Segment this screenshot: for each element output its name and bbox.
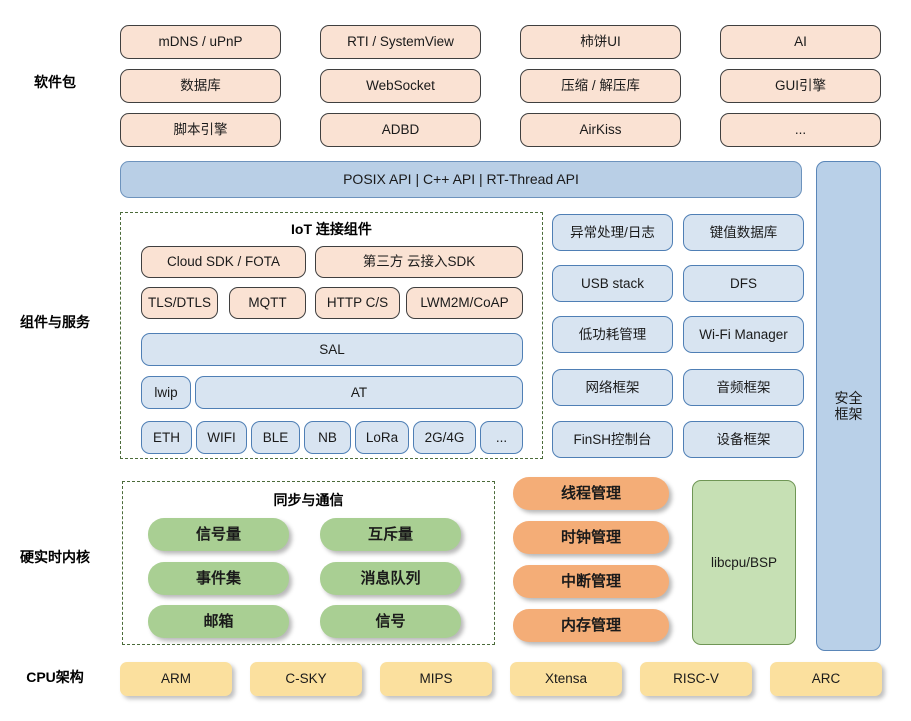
- package-box[interactable]: AI: [720, 25, 881, 59]
- package-box[interactable]: AirKiss: [520, 113, 681, 147]
- kernel-sync-box[interactable]: 互斥量: [320, 518, 461, 551]
- kernel-manager-box[interactable]: 内存管理: [513, 609, 669, 642]
- iot-protocol-box[interactable]: TLS/DTLS: [141, 287, 218, 319]
- package-box[interactable]: 数据库: [120, 69, 281, 103]
- kernel-sync-group-container: [122, 481, 495, 645]
- kernel-manager-box[interactable]: 中断管理: [513, 565, 669, 598]
- iot-link-box[interactable]: 2G/4G: [413, 421, 476, 454]
- package-box[interactable]: GUI引擎: [720, 69, 881, 103]
- service-box[interactable]: 低功耗管理: [552, 316, 673, 353]
- libcpu-bsp-box[interactable]: libcpu/BSP: [692, 480, 796, 645]
- iot-group-title: IoT 连接组件: [291, 221, 372, 237]
- kernel-manager-box[interactable]: 线程管理: [513, 477, 669, 510]
- cpu-arch-box[interactable]: C-SKY: [250, 662, 362, 696]
- iot-link-box[interactable]: NB: [304, 421, 351, 454]
- service-box[interactable]: 异常处理/日志: [552, 214, 673, 251]
- cpu-arch-box[interactable]: Xtensa: [510, 662, 622, 696]
- iot-lwip-box[interactable]: lwip: [141, 376, 191, 409]
- iot-cloud-sdk-box[interactable]: Cloud SDK / FOTA: [141, 246, 306, 278]
- kernel-sync-box[interactable]: 信号: [320, 605, 461, 638]
- iot-third-party-sdk-box[interactable]: 第三方 云接入SDK: [315, 246, 523, 278]
- package-box[interactable]: 压缩 / 解压库: [520, 69, 681, 103]
- row-label-components-services: 组件与服务: [20, 314, 90, 330]
- package-box[interactable]: 柿饼UI: [520, 25, 681, 59]
- service-box[interactable]: 键值数据库: [683, 214, 804, 251]
- iot-link-box[interactable]: ETH: [141, 421, 192, 454]
- cpu-arch-box[interactable]: MIPS: [380, 662, 492, 696]
- service-box[interactable]: DFS: [683, 265, 804, 302]
- service-box[interactable]: 网络框架: [552, 369, 673, 406]
- kernel-manager-box[interactable]: 时钟管理: [513, 521, 669, 554]
- iot-sal-box[interactable]: SAL: [141, 333, 523, 366]
- iot-protocol-box[interactable]: LWM2M/CoAP: [406, 287, 523, 319]
- package-box[interactable]: mDNS / uPnP: [120, 25, 281, 59]
- kernel-sync-box[interactable]: 事件集: [148, 562, 289, 595]
- row-label-software-packages: 软件包: [34, 74, 76, 90]
- package-box[interactable]: RTI / SystemView: [320, 25, 481, 59]
- security-framework-column[interactable]: 安全 框架: [816, 161, 881, 651]
- package-box[interactable]: 脚本引擎: [120, 113, 281, 147]
- cpu-arch-box[interactable]: ARC: [770, 662, 882, 696]
- iot-protocol-box[interactable]: HTTP C/S: [315, 287, 400, 319]
- iot-protocol-box[interactable]: MQTT: [229, 287, 306, 319]
- iot-link-box[interactable]: WIFI: [196, 421, 247, 454]
- cpu-arch-box[interactable]: RISC-V: [640, 662, 752, 696]
- service-box[interactable]: 设备框架: [683, 421, 804, 458]
- kernel-sync-box[interactable]: 消息队列: [320, 562, 461, 595]
- row-label-cpu-arch: CPU架构: [26, 669, 84, 685]
- api-bar[interactable]: POSIX API | C++ API | RT-Thread API: [120, 161, 802, 198]
- kernel-sync-box[interactable]: 信号量: [148, 518, 289, 551]
- package-box[interactable]: ADBD: [320, 113, 481, 147]
- iot-link-box[interactable]: LoRa: [355, 421, 409, 454]
- iot-link-box[interactable]: ...: [480, 421, 523, 454]
- service-box[interactable]: USB stack: [552, 265, 673, 302]
- row-label-hard-realtime-kernel: 硬实时内核: [20, 549, 90, 565]
- service-box[interactable]: Wi-Fi Manager: [683, 316, 804, 353]
- package-box[interactable]: WebSocket: [320, 69, 481, 103]
- cpu-arch-box[interactable]: ARM: [120, 662, 232, 696]
- iot-at-box[interactable]: AT: [195, 376, 523, 409]
- kernel-sync-box[interactable]: 邮箱: [148, 605, 289, 638]
- package-box[interactable]: ...: [720, 113, 881, 147]
- iot-group-container: [120, 212, 543, 459]
- iot-link-box[interactable]: BLE: [251, 421, 300, 454]
- service-box[interactable]: 音频框架: [683, 369, 804, 406]
- kernel-sync-group-title: 同步与通信: [273, 492, 344, 508]
- service-box[interactable]: FinSH控制台: [552, 421, 673, 458]
